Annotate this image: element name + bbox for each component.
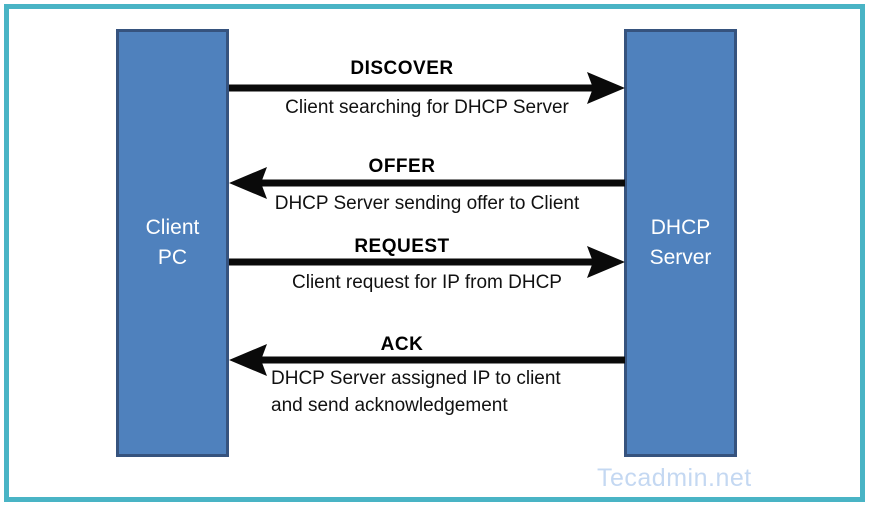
- client-pc-node: Client PC: [116, 29, 229, 457]
- ack-arrow-icon: [229, 344, 625, 376]
- watermark-text: Tecadmin.net: [597, 464, 752, 492]
- offer-arrow-icon: [229, 167, 625, 199]
- message-discover-label: DISCOVER: [350, 58, 454, 79]
- diagram-frame-border: [4, 4, 865, 502]
- message-request-caption: Client request for IP from DHCP: [292, 272, 562, 293]
- request-arrow-icon: [229, 246, 625, 278]
- message-ack-label: ACK: [380, 334, 424, 355]
- message-offer-caption: DHCP Server sending offer to Client: [274, 193, 580, 214]
- message-request-label: REQUEST: [354, 236, 450, 257]
- discover-arrow-icon: [229, 72, 625, 104]
- message-ack-caption: DHCP Server assigned IP to client and se…: [271, 368, 561, 416]
- message-discover-caption: Client searching for DHCP Server: [285, 97, 569, 118]
- dhcp-server-node: DHCP Server: [624, 29, 737, 457]
- message-offer-label: OFFER: [368, 156, 436, 177]
